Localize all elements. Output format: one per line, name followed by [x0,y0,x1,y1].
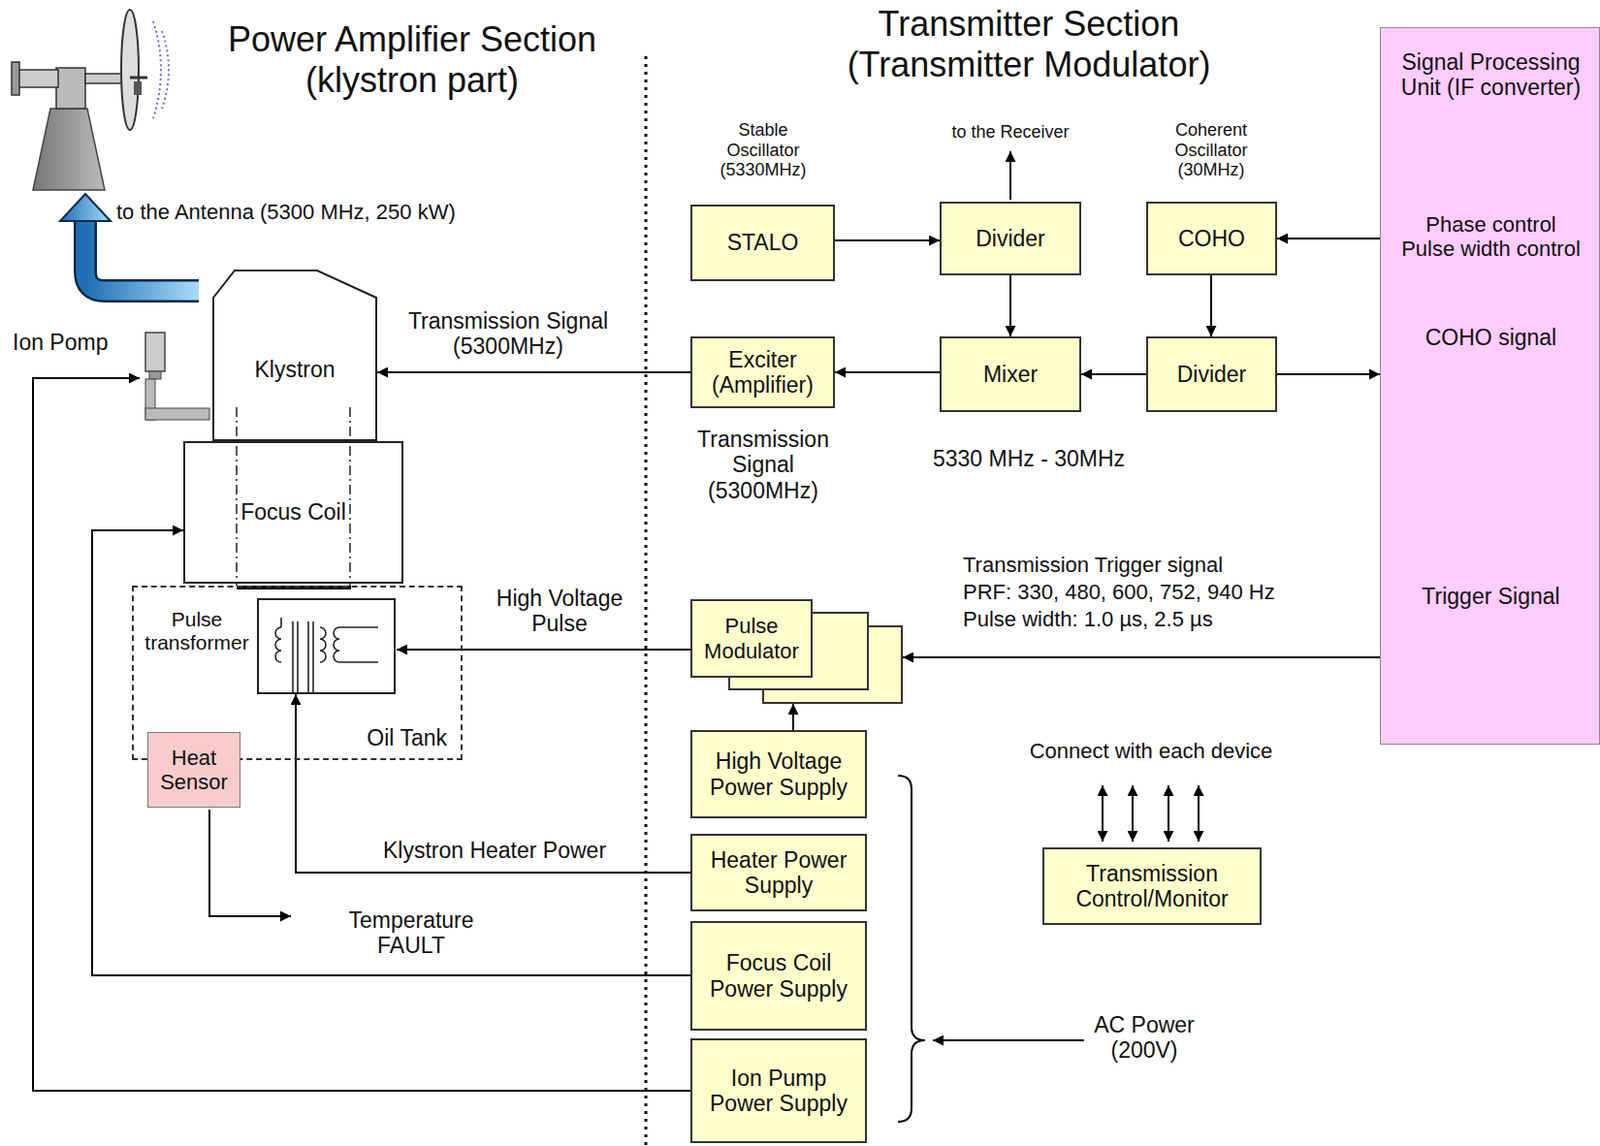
node-text: Signal Processing Unit (IF converter) [1388,49,1594,101]
section-heading: Transmitter Section [805,3,1252,44]
ion-pump-drawing [145,332,210,420]
annotation: PRF: 330, 480, 600, 752, 940 Hz [962,579,1371,605]
node-text: COHO signal [1388,324,1594,351]
node-text: Oil Tank [366,725,448,751]
annotation: Temperature FAULT [338,907,484,960]
connector-arrow [377,371,691,374]
node-text: Divider [975,225,1046,252]
connector-arrow [1277,237,1380,240]
text-area: Pulse transformer [139,608,255,655]
node-text: Transmission Control/Monitor [1054,861,1250,913]
node-text: Pulse Modulator [690,613,813,664]
edge-label: Transmission Trigger signal [962,552,1371,577]
annotation: Transmission Signal (5300MHz) [685,426,841,504]
lead [339,626,379,629]
annotation: to the Antenna (5300 MHz, 250 kW) [116,199,485,224]
annotation: Coherent Oscillator (30MHz) [1157,120,1265,181]
edge-label: High Voltage Pulse [486,585,633,638]
control-box: Transmission Control/Monitor [1042,847,1262,926]
annotation: to the Receiver [913,122,1108,143]
divider-box: Divider [1146,336,1278,413]
edge-label: Klystron Heater Power [358,837,631,864]
annotation: Ion Pomp [12,329,139,355]
connector-arrow [1210,275,1213,337]
processing-panel: Signal Processing Unit (IF converter) Pha… [1379,27,1600,745]
heat-sensor: Heat Sensor [147,732,241,808]
node-text: Klystron [254,356,335,383]
node-text: Focus Coil Power Supply [702,950,856,1002]
klystron-outline-shape [213,270,377,441]
connector-arrow [1277,373,1380,376]
pulse-transformer: Pulse transformer [139,598,397,695]
node-text: Focus Coil [237,499,350,525]
node-text: Exciter (Amplifier) [702,347,824,399]
focus-coil: Focus Coil [183,441,404,584]
edge-label: Transmission Signal (5300MHz) [391,308,625,360]
core-line [312,621,315,693]
annotation: Connect with each device [1005,738,1297,764]
amplifier-box: Exciter (Amplifier) [690,336,835,409]
lead [280,617,283,628]
connector-arrow [396,648,691,651]
connector-arrow [295,694,691,873]
power-supply-box: Heater Power Supply [690,833,867,912]
klystron-outline [212,268,378,442]
annotation: AC Power (200V) [1086,1012,1203,1064]
node-text: STALO [727,229,800,256]
oscillator-box: STALO [690,204,835,282]
text-area: Klystron [212,297,378,442]
node-text: Mixer [983,361,1038,387]
node-text: Phase control Pulse width control [1398,212,1584,262]
section-heading: (Transmitter Modulator) [805,44,1252,85]
core-line [291,621,294,693]
node-text: High Voltage Power Supply [702,748,856,800]
coil [320,627,326,663]
core-line [307,621,310,693]
power-supply-box: High Voltage Power Supply [690,730,867,819]
annotation: 5330 MHz - 30MHz [902,446,1155,472]
coil [333,627,340,663]
section-divider [644,56,648,1146]
node-text: Ion Pump Power Supply [702,1065,856,1118]
connector-arrow [834,371,940,374]
annotation: Pulse width: 1.0 µs, 2.5 µs [962,607,1371,632]
section-heading: Power Amplifier Section [189,19,636,60]
node-text: Divider [1177,361,1248,387]
lead [339,661,379,664]
connector-arrow [792,704,795,731]
node-text: Heater Power Supply [702,847,856,899]
core-line [296,621,299,693]
power-supply-box: Focus Coil Power Supply [690,921,867,1031]
section-heading: (klystron part) [189,60,636,100]
klystron-body: Klystron [212,268,378,442]
modulator-box-front [691,600,812,677]
mixer-box: Mixer [939,336,1082,413]
node-text: Heat Sensor [153,745,235,796]
connector-arrow [834,239,940,242]
power-supply-box: Ion Pump Power Supply [690,1038,867,1144]
connector-arrow [1009,275,1012,337]
oscillator-box: COHO [1146,201,1278,276]
coil-windings [275,617,379,693]
connector-arrow [92,530,691,976]
modulator-stack: Pulse Modulator [690,599,903,704]
node-text: COHO [1178,225,1246,252]
divider-box: Divider [939,201,1082,276]
node-text: Trigger Signal [1388,583,1594,609]
connector-arrow [902,656,1380,659]
antenna-drawing [11,9,169,191]
annotation: Stable Oscillator (5330MHz) [709,120,817,181]
connector-arrow [1081,373,1147,376]
coil [275,627,282,663]
wires [32,151,1199,1122]
text-area: Pulse Modulator [690,599,813,678]
beam-axis [236,407,351,586]
node-text: Pulse transformer [139,608,255,655]
transformer-box [257,599,395,694]
